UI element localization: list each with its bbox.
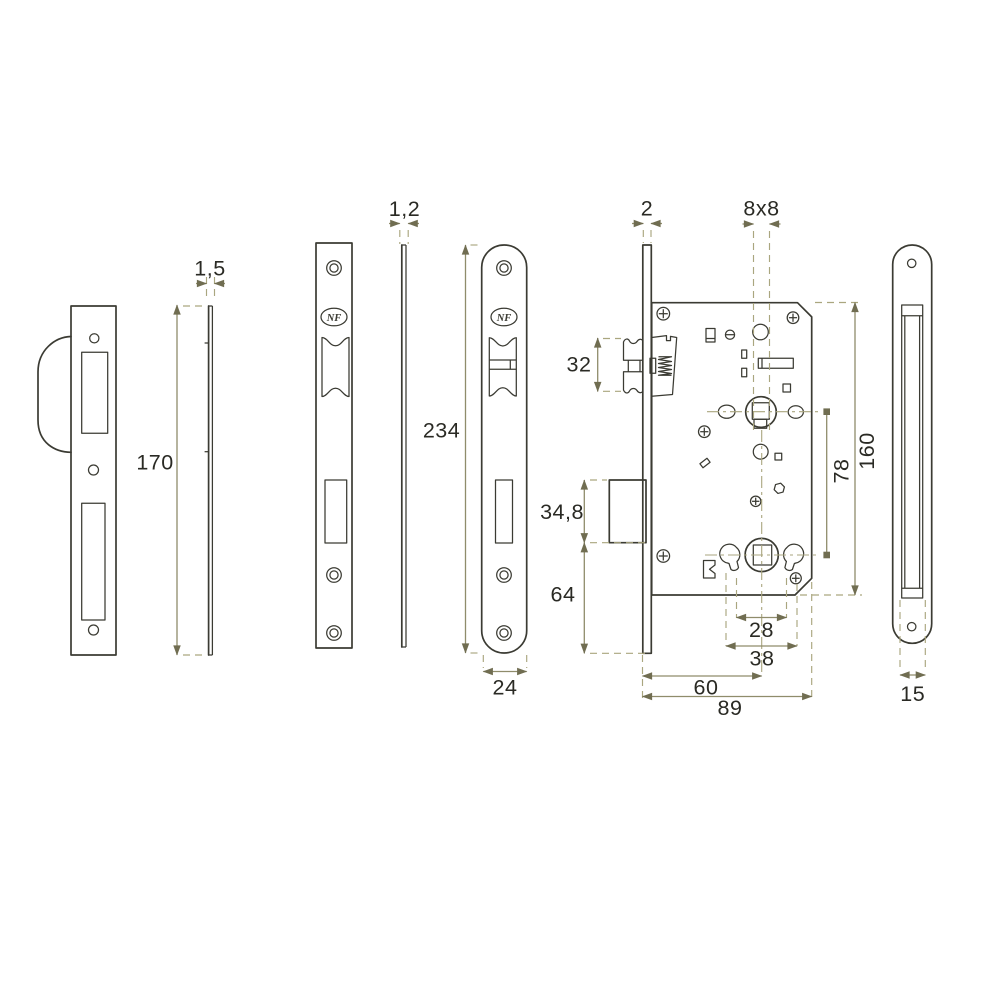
dimension-strike-height: 170 — [136, 304, 204, 656]
strike-plate-front-view — [37, 305, 117, 656]
screw-hole — [496, 260, 512, 276]
phillips-screw — [789, 572, 802, 585]
dim-label-234: 234 — [423, 419, 460, 443]
screw-hole — [326, 260, 342, 276]
dim-label-1-2: 1,2 — [389, 197, 420, 221]
screw-hole — [329, 263, 339, 273]
dim-label-1-5: 1,5 — [194, 257, 225, 281]
screw-hole — [87, 624, 100, 636]
dimension-axis-distance: 78 — [823, 408, 854, 559]
latch-body — [649, 334, 678, 397]
fixing-hole — [752, 323, 769, 341]
dim-label-170: 170 — [136, 451, 173, 475]
cover-channel — [901, 304, 924, 599]
dimension-cylinder-width: 28 — [735, 578, 788, 642]
screw-hole — [496, 567, 512, 583]
lock-body-view — [608, 244, 820, 672]
strike-plate-side-view — [204, 305, 214, 656]
screw-hole — [906, 621, 917, 632]
dim-label-38: 38 — [750, 647, 775, 671]
phillips-screw — [656, 306, 671, 321]
latch-cutout — [81, 351, 109, 434]
dim-label-32: 32 — [567, 353, 592, 377]
dimension-faceplate-height: 234 — [423, 244, 481, 654]
deadbolt-cutout — [324, 479, 348, 544]
deadbolt-cutout — [81, 502, 106, 621]
dimension-fixing-width: 38 — [725, 573, 798, 671]
screw-hole — [499, 570, 509, 580]
faceplate-rounded-view: NF — [480, 244, 528, 654]
deadbolt-cutout — [494, 479, 514, 544]
phillips-screw — [786, 311, 800, 325]
phillips-screw — [656, 549, 671, 563]
dimension-latch-height: 32 — [567, 337, 621, 393]
fixing-lug — [719, 543, 741, 572]
retainer-clip — [702, 559, 716, 579]
side-cover-view — [891, 244, 933, 645]
dimension-case-height: 160 — [800, 301, 879, 596]
phillips-screw — [697, 425, 711, 439]
dimension-spindle-square: 8x8 — [742, 197, 781, 430]
lock-case-outline — [650, 301, 813, 596]
screw-hole — [906, 258, 917, 269]
svg-text:NF: NF — [326, 313, 342, 324]
stop-bar — [757, 357, 794, 369]
strike-lip — [37, 335, 72, 454]
latch-bolt — [622, 338, 644, 394]
screw-hole — [326, 625, 342, 641]
faceplate-flat-view: NF — [315, 242, 353, 649]
screw-hole — [499, 263, 509, 273]
deadbolt — [608, 479, 647, 544]
dim-label-89: 89 — [718, 696, 743, 720]
hex-nut — [773, 482, 786, 495]
screw-hole — [496, 625, 512, 641]
dim-label-78: 78 — [830, 459, 854, 484]
dim-label-8x8: 8x8 — [743, 197, 779, 221]
slotted-screw — [724, 329, 736, 340]
latch-cutout — [321, 336, 350, 398]
screw-hole — [329, 628, 339, 638]
dim-label-34-8: 34,8 — [540, 500, 584, 524]
nf-logo: NF — [490, 307, 518, 327]
svg-text:NF: NF — [496, 313, 512, 324]
dim-label-24: 24 — [493, 676, 518, 700]
dimension-lock-plate-thickness: 2 — [632, 197, 662, 243]
dimension-case-depth: 89 — [641, 582, 813, 720]
dim-label-2: 2 — [641, 197, 653, 221]
dim-label-28: 28 — [749, 618, 774, 642]
guide-hole — [752, 443, 769, 460]
latch-spring — [657, 356, 673, 376]
faceplate-edge-view — [400, 244, 407, 648]
screw-hole — [499, 628, 509, 638]
fixing-lug — [782, 543, 805, 572]
dimension-faceplate-thickness: 1,2 — [389, 197, 420, 244]
screw-hole — [329, 570, 339, 580]
latch-cutout — [488, 337, 517, 397]
dimension-strike-thickness: 1,5 — [194, 257, 225, 301]
dimension-bolt-to-plate-end: 64 — [551, 542, 646, 654]
dim-label-15: 15 — [900, 682, 925, 706]
lock-faceplate-edge — [641, 244, 653, 655]
dimension-cover-width: 15 — [899, 600, 926, 706]
case-internal-parts — [656, 306, 805, 585]
screw-hole — [89, 333, 100, 344]
dimension-deadbolt-height: 34,8 — [540, 479, 650, 544]
dimension-faceplate-width: 24 — [482, 655, 528, 700]
dim-label-160: 160 — [855, 432, 879, 469]
dim-label-64: 64 — [551, 583, 576, 607]
phillips-screw — [749, 495, 762, 508]
nf-logo: NF — [320, 307, 348, 327]
handle-follower-hub — [744, 395, 778, 429]
screw-hole — [326, 567, 342, 583]
screw-hole — [87, 464, 100, 476]
